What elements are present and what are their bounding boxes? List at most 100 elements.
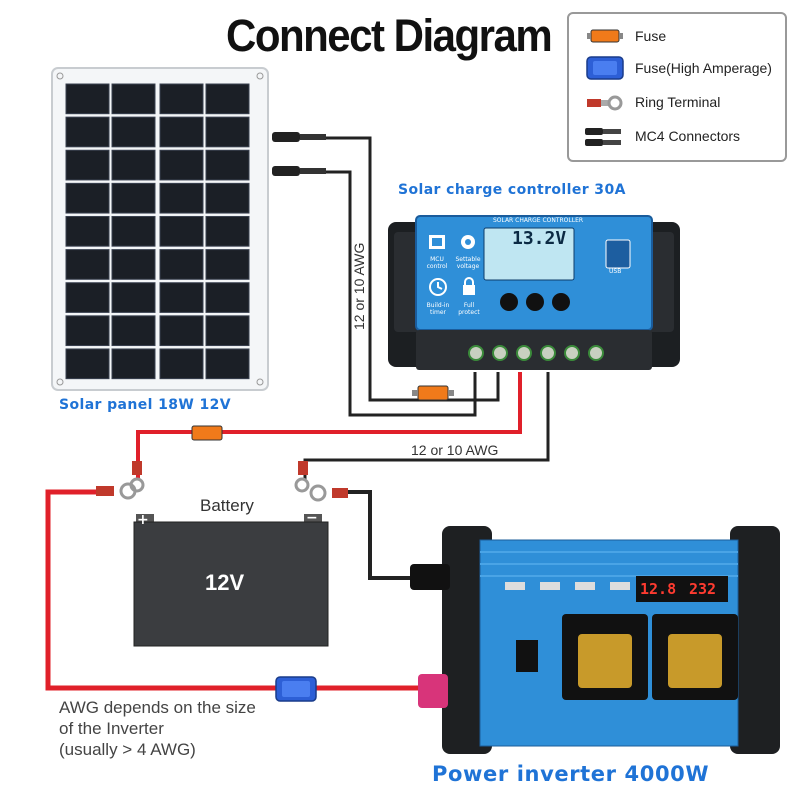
solar-cell xyxy=(65,116,110,148)
clock-icon xyxy=(429,278,447,296)
controller-fuse xyxy=(412,385,454,401)
ring-terminals xyxy=(96,461,348,502)
inverter-power-switch xyxy=(519,642,537,670)
button-caption: Build-in timer xyxy=(426,302,450,316)
solar-cell xyxy=(205,282,250,313)
controller-label: Solar charge controller 30A xyxy=(398,182,626,198)
solar-cell xyxy=(205,348,250,380)
controller-terminal xyxy=(468,345,484,361)
solar-cell xyxy=(205,182,250,214)
solar-cell xyxy=(159,315,204,347)
wire-gauge-horizontal: 12 or 10 AWG xyxy=(411,442,499,458)
battery-positive-mark: + xyxy=(137,512,149,528)
solar-cell xyxy=(111,83,156,115)
solar-cell xyxy=(159,83,204,115)
button-caption: Full protect xyxy=(458,302,480,316)
controller-terminal xyxy=(540,345,556,361)
legend-label: Ring Terminal xyxy=(635,94,721,110)
legend-item-mc4: MC4 Connectors xyxy=(569,122,783,150)
controller-battery-positive xyxy=(136,372,522,480)
solar-cell xyxy=(205,116,250,148)
solar-cell xyxy=(205,315,250,347)
battery xyxy=(133,514,329,647)
inverter-label: Power inverter 4000W xyxy=(432,762,710,786)
controller-display: 13.2V xyxy=(512,228,567,249)
solar-cell xyxy=(111,282,156,313)
battery-negative-mark: − xyxy=(306,510,318,526)
solar-cell xyxy=(159,348,204,380)
solar-cell xyxy=(111,182,156,214)
solar-cell xyxy=(65,83,110,115)
build-in-timer-button: Build-in timer xyxy=(424,276,452,316)
inverter-display-left: 12.8 xyxy=(640,580,677,598)
mc4-connector-icon xyxy=(585,128,621,146)
solar-cell xyxy=(159,182,204,214)
full-protect-button: Full protect xyxy=(455,276,483,316)
high-amperage-fuse-icon xyxy=(586,56,624,80)
solar-cell xyxy=(65,182,110,214)
chip-icon xyxy=(429,235,445,249)
solar-panel-label: Solar panel 18W 12V xyxy=(59,397,232,413)
solar-cell xyxy=(111,249,156,280)
fuse-icon xyxy=(587,29,623,43)
legend-label: Fuse xyxy=(635,28,667,44)
solar-cell xyxy=(65,249,110,280)
controller-faceplate-text: SOLAR CHARGE CONTROLLER xyxy=(492,217,584,224)
awg-note-line-3: (usually > 4 AWG) xyxy=(59,740,196,759)
solar-cell xyxy=(65,315,110,347)
solar-panel xyxy=(51,67,269,391)
solar-cell xyxy=(159,116,204,148)
controller-terminal xyxy=(492,345,508,361)
inverter-display-right: 232 xyxy=(689,580,717,598)
down-button xyxy=(552,293,570,311)
battery-voltage: 12V xyxy=(205,570,245,595)
diagram-title: Connect Diagram xyxy=(226,10,553,61)
legend-item-ring-terminal: Ring Terminal xyxy=(569,88,783,116)
solar-cell xyxy=(65,282,110,313)
power-inverter xyxy=(410,526,780,754)
button-caption: MCU control xyxy=(426,256,448,270)
controller-terminal xyxy=(564,345,580,361)
controller-round-buttons xyxy=(500,293,570,311)
battery-line-fuse xyxy=(191,425,223,441)
gear-icon xyxy=(461,235,475,249)
controller-terminal xyxy=(588,345,604,361)
solar-cell xyxy=(65,348,110,380)
button-caption: Settable voltage xyxy=(455,256,481,270)
panel-cable-positive xyxy=(325,136,500,402)
solar-cell xyxy=(111,215,156,247)
controller-usb-label: USB xyxy=(609,268,622,275)
settable-voltage-button: Settable voltage xyxy=(454,232,482,270)
solar-cell xyxy=(111,315,156,347)
legend: Fuse Fuse(High Amperage) Ring Terminal M… xyxy=(567,12,787,162)
legend-label: MC4 Connectors xyxy=(635,128,741,144)
awg-note-line-1: AWG depends on the size xyxy=(59,698,256,717)
battery-inverter-negative xyxy=(340,490,425,580)
wire-gauge-vertical: 12 or 10 AWG xyxy=(351,242,367,330)
battery-inverter-positive xyxy=(45,489,418,691)
high-amperage-fuse xyxy=(275,676,317,702)
lock-icon xyxy=(463,277,475,295)
panel-cable-negative xyxy=(325,170,477,417)
solar-cell xyxy=(205,83,250,115)
panel-mc4-connectors xyxy=(272,132,326,176)
solar-cell xyxy=(65,215,110,247)
battery-title: Battery xyxy=(200,496,254,515)
ring-terminal-icon xyxy=(587,95,623,111)
solar-cell xyxy=(111,149,156,181)
up-button xyxy=(526,293,544,311)
solar-cell xyxy=(65,149,110,181)
legend-item-high-amperage-fuse: Fuse(High Amperage) xyxy=(569,54,783,82)
controller-terminal xyxy=(516,345,532,361)
menu-button xyxy=(500,293,518,311)
solar-cell xyxy=(111,348,156,380)
legend-label: Fuse(High Amperage) xyxy=(635,60,772,76)
solar-cell xyxy=(205,149,250,181)
solar-cell xyxy=(159,149,204,181)
awg-note-line-2: of the Inverter xyxy=(59,719,164,738)
legend-item-fuse: Fuse xyxy=(569,22,783,50)
solar-cell xyxy=(205,215,250,247)
solar-cell xyxy=(159,249,204,280)
solar-cell xyxy=(111,116,156,148)
mcu-control-button: MCU control xyxy=(424,232,450,270)
